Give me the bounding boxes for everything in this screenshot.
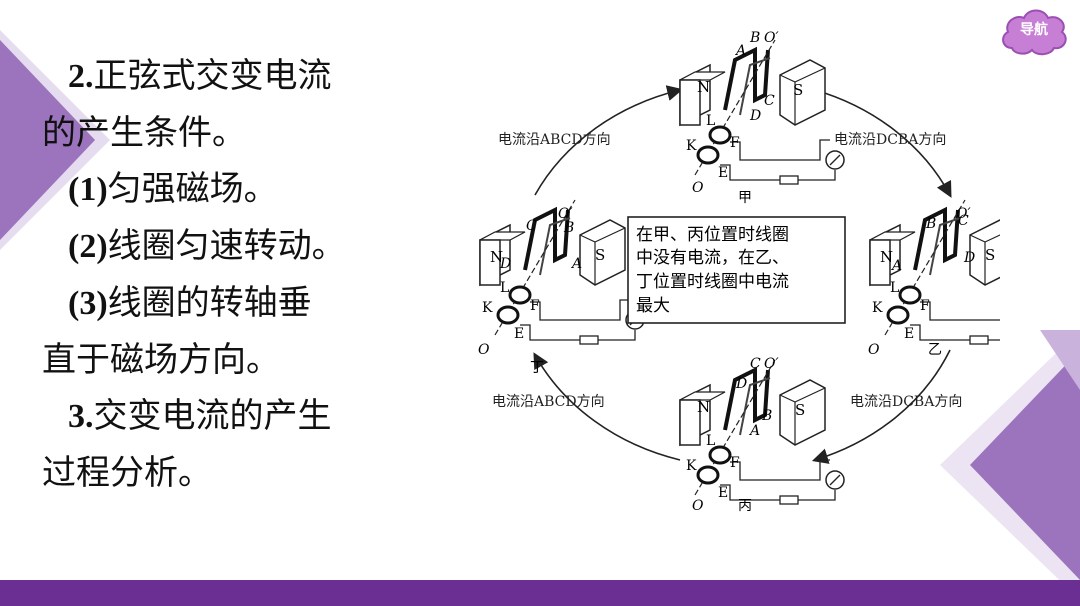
list-item-2: (2)线圈匀速转动。 xyxy=(42,218,382,275)
list-item-1-text: 匀强磁场。 xyxy=(107,169,278,209)
label-e-bing: E xyxy=(718,485,728,501)
label-o-ding: O xyxy=(478,342,490,358)
list-item-3-number: (3) xyxy=(68,285,108,322)
label-a-ding: A xyxy=(570,256,582,272)
label-l-ding: L xyxy=(500,280,509,296)
pole-n-jia: N xyxy=(697,78,710,96)
position-jia: 甲 xyxy=(738,190,752,206)
center-note-line-2: 中没有电流，在乙、 xyxy=(636,248,789,268)
paragraph-2-text-b: 的产生条件。 xyxy=(42,113,246,153)
corner-decoration-left xyxy=(0,30,110,250)
label-o2-bing: O′ xyxy=(764,356,779,372)
label-c-bing: C xyxy=(750,356,761,372)
paragraph-3-text-b: 过程分析。 xyxy=(42,453,212,493)
label-b-yi: B xyxy=(925,216,936,232)
label-e-jia: E xyxy=(718,165,728,181)
label-o2-yi: O′ xyxy=(956,206,971,222)
pole-s-ding: S xyxy=(595,246,605,264)
label-o2-ding: O′ xyxy=(558,206,573,222)
paragraph-2: 2.正弦式交变电流 xyxy=(42,48,382,105)
paragraph-3: 3.交变电流的产生 xyxy=(42,388,382,445)
nav-button[interactable]: 导航 xyxy=(998,4,1070,58)
label-k-bing: K xyxy=(686,458,697,474)
label-d-ding: D xyxy=(499,256,511,272)
list-item-3-text-a: 线圈的转轴垂 xyxy=(107,283,312,323)
paragraph-3-cont: 过程分析。 xyxy=(42,445,382,501)
label-o-yi: O xyxy=(868,342,880,358)
label-o-jia: O xyxy=(692,180,704,196)
label-o2-jia: O′ xyxy=(764,30,779,46)
pole-s-jia: S xyxy=(793,81,803,99)
caption-bottom-left: 电流沿ABCD方向 xyxy=(492,394,605,410)
label-a-yi: A xyxy=(890,258,902,274)
cloud-badge-icon xyxy=(1002,9,1067,56)
position-yi: 乙 xyxy=(928,342,942,358)
label-a-jia: A xyxy=(734,43,746,59)
center-note-line-4: 最大 xyxy=(636,296,670,316)
content-text: 2.正弦式交变电流 的产生条件。 (1)匀强磁场。 (2)线圈匀速转动。 (3)… xyxy=(42,48,382,501)
label-k-yi: K xyxy=(872,300,883,316)
generator-jia: N S A B O′ C D L K F E O 甲 xyxy=(678,30,846,206)
pole-n-ding: N xyxy=(490,248,503,266)
list-item-1: (1)匀强磁场。 xyxy=(42,161,382,218)
label-k-ding: K xyxy=(482,300,493,316)
list-item-3-text-b: 直于磁场方向。 xyxy=(42,340,280,380)
label-b-bing: B xyxy=(761,408,772,424)
paragraph-2-cont: 的产生条件。 xyxy=(42,105,382,161)
pole-s-bing: S xyxy=(795,401,805,419)
list-item-1-number: (1) xyxy=(68,171,108,208)
center-note: 在甲、丙位置时线圈 中没有电流，在乙、 丁位置时线圈中电流 最大 xyxy=(627,216,846,324)
corner-decoration-right xyxy=(940,330,1080,600)
caption-top-left: 电流沿ABCD方向 xyxy=(498,132,611,148)
label-c-yi: C xyxy=(958,213,969,229)
list-item-3: (3)线圈的转轴垂 xyxy=(42,275,382,332)
center-note-line-3: 丁位置时线圈中电流 xyxy=(636,272,789,292)
generator-bing: N S D C O′ B A L K F E O 丙 xyxy=(678,356,846,514)
label-l-bing: L xyxy=(706,433,715,449)
list-item-2-text: 线圈匀速转动。 xyxy=(107,226,346,266)
label-f-ding: F xyxy=(530,298,540,314)
paragraph-2-text-a: 正弦式交变电流 xyxy=(93,56,332,96)
label-f-yi: F xyxy=(920,298,930,314)
position-bing: 丙 xyxy=(738,498,752,514)
paragraph-3-text-a: 交变电流的产生 xyxy=(93,396,332,436)
nav-label: 导航 xyxy=(1020,22,1048,38)
ac-generator-diagram: 电流沿ABCD方向 电流沿DCBA方向 电流沿ABCD方向 电流沿DCBA方向 … xyxy=(478,30,1000,514)
label-d-jia: D xyxy=(749,108,761,124)
caption-bottom-right: 电流沿DCBA方向 xyxy=(850,394,962,410)
label-e-yi: E xyxy=(904,326,914,342)
label-e-ding: E xyxy=(514,326,524,342)
label-f-bing: F xyxy=(730,455,740,471)
generator-ding: N S D C O′ B A L K F E O 丁 xyxy=(478,198,646,376)
label-b-ding: B xyxy=(563,220,574,236)
label-o-bing: O xyxy=(692,498,704,514)
label-d-bing: D xyxy=(735,376,747,392)
paragraph-3-number: 3. xyxy=(68,398,94,435)
list-item-3-cont: 直于磁场方向。 xyxy=(42,332,382,388)
label-l-yi: L xyxy=(890,280,899,296)
list-item-2-number: (2) xyxy=(68,228,108,265)
pole-s-yi: S xyxy=(985,246,995,264)
label-k-jia: K xyxy=(686,138,697,154)
center-note-line-1: 在甲、丙位置时线圈 xyxy=(636,225,789,245)
caption-top-right: 电流沿DCBA方向 xyxy=(834,132,946,148)
label-a-bing: A xyxy=(748,423,760,439)
label-c-ding: C xyxy=(526,218,537,234)
position-ding: 丁 xyxy=(530,360,544,376)
generator-yi: N S A B C O′ D L K F E O 乙 xyxy=(868,198,1000,358)
label-b-jia: B xyxy=(749,30,760,46)
label-f-jia: F xyxy=(730,135,740,151)
paragraph-2-number: 2. xyxy=(68,58,94,95)
label-c-jia: C xyxy=(764,93,775,109)
pole-n-yi: N xyxy=(880,248,893,266)
label-l-jia: L xyxy=(706,113,715,129)
pole-n-bing: N xyxy=(697,398,710,416)
bottom-accent-bar xyxy=(0,580,1080,606)
label-d-yi: D xyxy=(963,250,975,266)
